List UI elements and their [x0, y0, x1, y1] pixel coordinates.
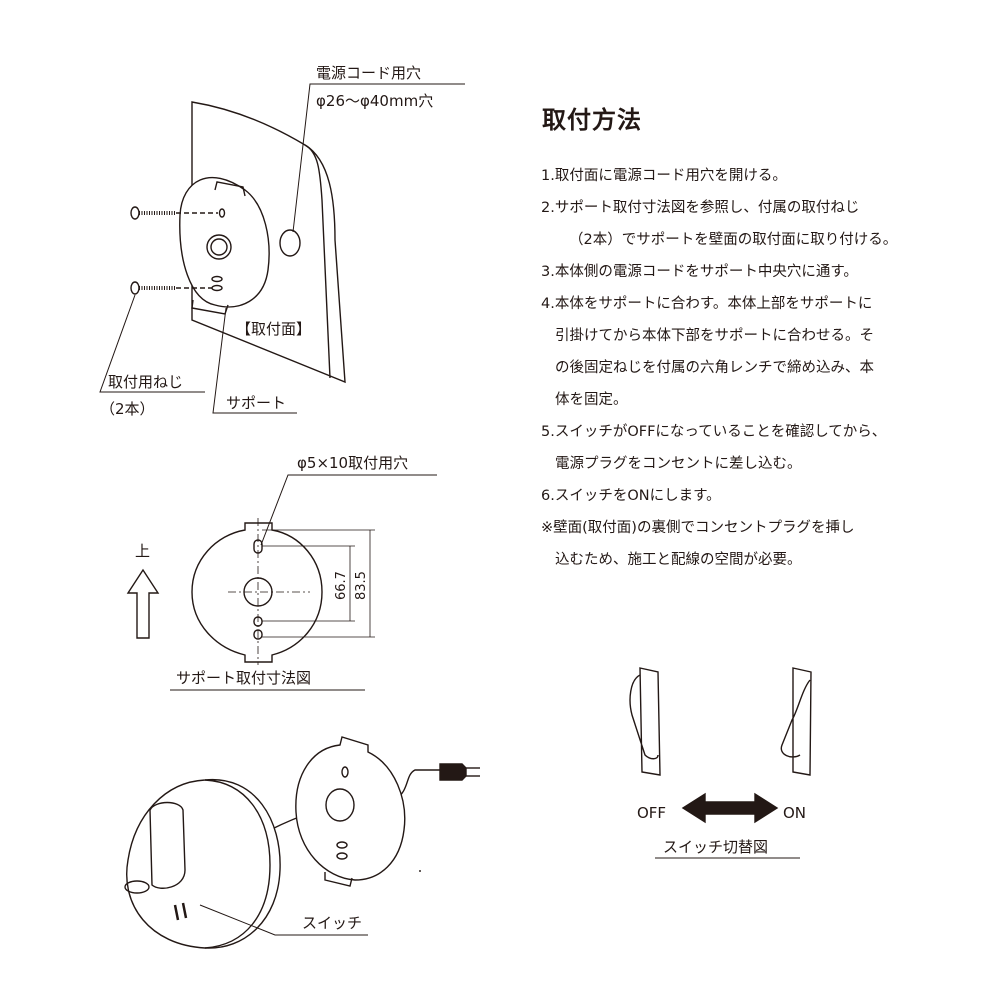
- up-arrow-icon: [126, 568, 160, 639]
- dim-outer-value: 83.5: [354, 571, 369, 600]
- cord-hole-size: φ26～φ40mm穴: [316, 92, 433, 110]
- wall-cord-hole: [279, 229, 301, 257]
- switch-caption: スイッチ切替図: [663, 838, 768, 856]
- plug-icon: [419, 763, 480, 872]
- step-line: 引掛けてから本体下部をサポートに合わせる。そ: [555, 328, 874, 344]
- hole-leader: [260, 474, 437, 546]
- support-slot-1: [211, 275, 223, 283]
- step-line: ※壁面(取付面)の裏側でコンセントプラグを挿し: [541, 520, 855, 536]
- rear-center-hole: [325, 788, 355, 822]
- step-line: （2本）でサポートを壁面の取付面に取り付ける。: [569, 232, 898, 248]
- wall-mounting-diagram: 電源コード用穴 φ26～φ40mm穴 【取付面】 取付用ねじ （2本） サポート: [99, 64, 465, 418]
- step-line: 4.本体をサポートに合わす。本体上部をサポートに: [541, 296, 873, 312]
- support-plate-front: [191, 522, 323, 663]
- step-line: の後固定ねじを付属の六角レンチで締め込み、本: [555, 360, 874, 376]
- support-center-hole: [206, 234, 232, 260]
- mount-hole-label: φ5×10取付用穴: [297, 454, 408, 472]
- switch-icon: [173, 902, 188, 921]
- support-dimension-diagram: 上 66.7 83.5 φ5×10取付用穴 サポート取付寸法図: [126, 454, 437, 691]
- spot-lens: [124, 880, 150, 894]
- step-line: 6.スイッチをONにします。: [541, 488, 721, 504]
- instructions-list: 1.取付面に電源コード用穴を開ける。 2.サポート取付寸法図を参照し、付属の取付…: [541, 160, 981, 576]
- step-line: 3.本体側の電源コードをサポート中央穴に通す。: [541, 264, 858, 280]
- screws-label: 取付用ねじ: [108, 373, 183, 391]
- support-screw-hole-top: [218, 208, 226, 218]
- mount-surface-label: 【取付面】: [236, 320, 311, 338]
- screw-icon: [130, 206, 176, 220]
- switch-leader: [199, 904, 368, 936]
- screws-leader: [99, 294, 205, 393]
- up-label: 上: [135, 542, 150, 560]
- support-center-hole-inner: [210, 238, 228, 256]
- screw-icon: [130, 281, 176, 295]
- step-line: 体を固定。: [555, 392, 628, 408]
- spot-head: [149, 801, 186, 889]
- step-line: 込むため、施工と配線の空間が必要。: [555, 552, 802, 568]
- dim-inner-value: 66.7: [334, 571, 349, 600]
- cord-hole-leader: [292, 83, 465, 233]
- instructions-title: 取付方法: [542, 106, 642, 134]
- lamp-body: [126, 779, 281, 949]
- switch-on-icon: [780, 667, 812, 776]
- wall-panel-edge: [304, 144, 331, 379]
- support-leader: [212, 307, 297, 414]
- cord-hole-label: 電源コード用穴: [316, 64, 421, 82]
- step-line: 2.サポート取付寸法図を参照し、付属の取付ねじ: [541, 200, 860, 216]
- screws-count: （2本）: [100, 400, 155, 418]
- on-label: ON: [783, 804, 806, 822]
- lamp-body-rim: [204, 779, 271, 949]
- double-arrow-icon: [681, 792, 779, 824]
- step-line: 電源プラグをコンセントに差し込む。: [555, 456, 802, 472]
- switch-off-icon: [629, 667, 661, 776]
- assembly-diagram: スイッチ: [124, 736, 480, 949]
- support-label: サポート: [226, 394, 286, 412]
- off-label: OFF: [637, 804, 666, 822]
- step-line: 5.スイッチがOFFになっていることを確認してから、: [541, 424, 887, 440]
- support-plate-top-view: [179, 176, 270, 308]
- dimension-caption: サポート取付寸法図: [176, 669, 311, 687]
- support-plate-rear: [295, 736, 406, 881]
- switch-label: スイッチ: [302, 914, 362, 932]
- support-bottom-tab: [191, 299, 229, 315]
- step-line: 1.取付面に電源コード用穴を開ける。: [541, 168, 787, 184]
- support-tab: [214, 181, 246, 197]
- switch-state-diagram: OFF ON スイッチ切替図: [629, 667, 812, 859]
